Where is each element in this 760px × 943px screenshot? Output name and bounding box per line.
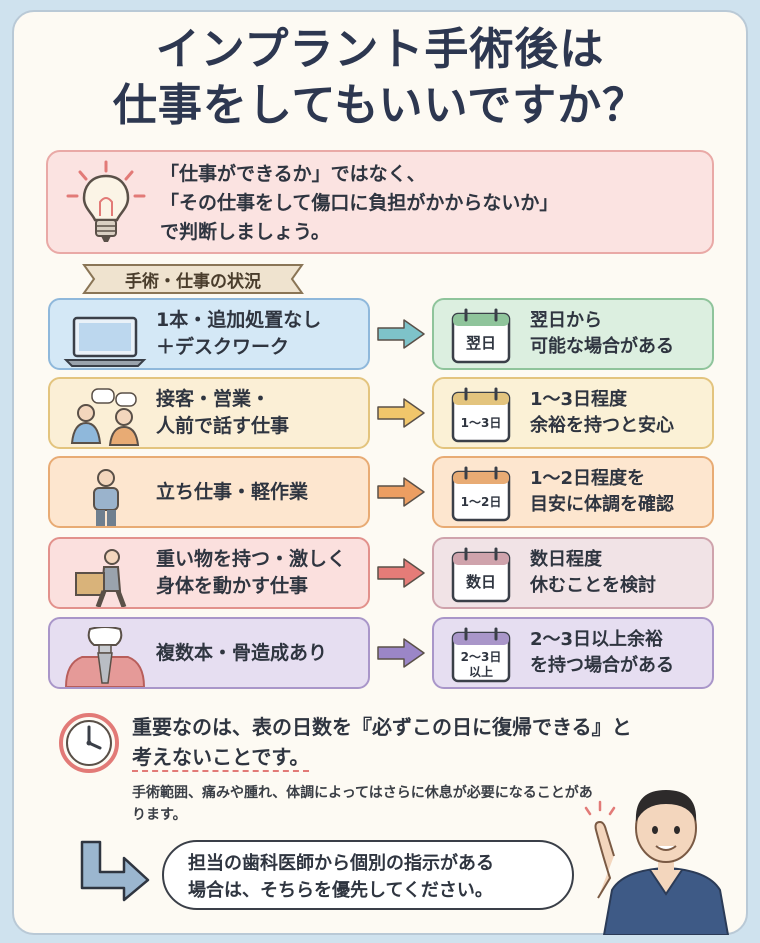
situation-card: 複数本・骨造成あり <box>48 617 370 689</box>
situation-card: 接客・営業・人前で話す仕事 <box>48 377 370 449</box>
lightbulb-icon <box>60 158 152 254</box>
people-talking-icon <box>62 387 148 451</box>
situation-text: 重い物を持つ・激しく身体を動かす仕事 <box>156 548 347 597</box>
situation-card: 1本・追加処置なし＋デスクワーク <box>48 298 370 370</box>
guideline-text: 翌日から可能な場合がある <box>530 310 674 357</box>
page-title: インプラント手術後は 仕事をしてもいいですか？ <box>0 22 760 134</box>
guideline-card: 2〜3日以上 2〜3日以上余裕を持つ場合がある <box>432 617 714 689</box>
situation-row: 立ち仕事・軽作業 1〜2日 1〜2日程度を目安に体調を確認 <box>0 456 760 528</box>
arrow-right-icon <box>376 637 426 673</box>
svg-text:1〜2日: 1〜2日 <box>461 495 502 509</box>
calendar-icon: 1〜3日 <box>450 387 512 447</box>
guideline-text: 数日程度休むことを検討 <box>530 549 656 596</box>
intro-text: 「仕事ができるか」ではなく、 「その仕事をして傷口に負担がかからないか」 で判断… <box>160 163 559 243</box>
situation-card: 立ち仕事・軽作業 <box>48 456 370 528</box>
note-detail: 手術範囲、痛みや腫れ、体調によってはさらに休息が必要になることがあります。 <box>132 785 593 823</box>
svg-text:1〜3日: 1〜3日 <box>461 416 502 430</box>
calendar-icon: 数日 <box>450 547 512 607</box>
speech-bubble: 担当の歯科医師から個別の指示がある 場合は、そちらを優先してください。 <box>162 840 574 910</box>
dentist-illustration <box>584 770 748 939</box>
calendar-icon: 1〜2日 <box>450 466 512 526</box>
laptop-icon <box>62 308 148 372</box>
svg-text:翌日: 翌日 <box>466 334 496 352</box>
svg-text:数日: 数日 <box>466 573 496 591</box>
guideline-card: 数日 数日程度休むことを検討 <box>432 537 714 609</box>
arrow-right-icon <box>376 397 426 433</box>
arrow-right-icon <box>376 318 426 354</box>
section-label: 手術・仕事の状況 <box>80 263 306 295</box>
situation-row: 重い物を持つ・激しく身体を動かす仕事数日 数日程度休むことを検討 <box>0 537 760 609</box>
carrying-box-icon <box>62 547 148 611</box>
speech-bubble-text: 担当の歯科医師から個別の指示がある 場合は、そちらを優先してください。 <box>188 853 494 901</box>
implant-icon <box>62 626 148 691</box>
situation-text: 複数本・骨造成あり <box>156 641 328 664</box>
svg-text:以上: 以上 <box>469 664 493 679</box>
situation-row: 1本・追加処置なし＋デスクワーク翌日 翌日から可能な場合がある <box>0 298 760 370</box>
guideline-card: 翌日 翌日から可能な場合がある <box>432 298 714 370</box>
situation-text: 1本・追加処置なし＋デスクワーク <box>156 309 322 358</box>
situation-row: 複数本・骨造成あり 2〜3日以上 2〜3日以上余裕を持つ場合がある <box>0 617 760 689</box>
turn-arrow-icon <box>76 838 154 906</box>
situation-text: 立ち仕事・軽作業 <box>156 480 309 503</box>
situation-card: 重い物を持つ・激しく身体を動かす仕事 <box>48 537 370 609</box>
arrow-right-icon <box>376 557 426 593</box>
standing-person-icon <box>62 466 148 530</box>
guideline-text: 1〜2日程度を目安に体調を確認 <box>530 468 674 515</box>
calendar-icon: 翌日 <box>450 308 512 368</box>
calendar-icon: 2〜3日以上 <box>450 627 512 687</box>
svg-text:2〜3日: 2〜3日 <box>461 650 502 664</box>
title-line-2: 仕事をしてもいいですか？ <box>112 80 648 131</box>
situation-text: 接客・営業・人前で話す仕事 <box>156 388 290 437</box>
important-note-emphasis: 考えないことです。 <box>132 745 310 772</box>
guideline-card: 1〜3日 1〜3日程度余裕を持つと安心 <box>432 377 714 449</box>
clock-icon <box>58 712 120 778</box>
important-note: 重要なのは、表の日数を『必ずこの日に復帰できる』と 考えないことです。 <box>132 712 692 772</box>
title-line-1: インプラント手術後は <box>155 24 605 75</box>
situation-row: 接客・営業・人前で話す仕事 1〜3日 1〜3日程度余裕を持つと安心 <box>0 377 760 449</box>
guideline-text: 2〜3日以上余裕を持つ場合がある <box>530 629 674 676</box>
intro-box: 「仕事ができるか」ではなく、 「その仕事をして傷口に負担がかからないか」 で判断… <box>46 150 714 254</box>
arrow-right-icon <box>376 476 426 512</box>
guideline-card: 1〜2日 1〜2日程度を目安に体調を確認 <box>432 456 714 528</box>
guideline-text: 1〜3日程度余裕を持つと安心 <box>530 389 674 436</box>
section-label-text: 手術・仕事の状況 <box>125 272 261 292</box>
